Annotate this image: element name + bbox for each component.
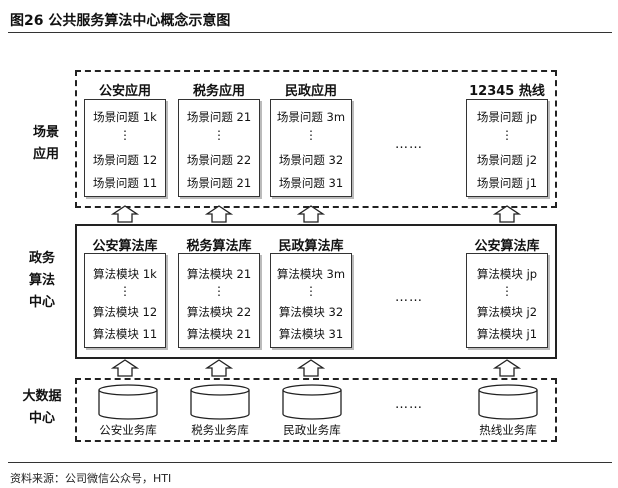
algo-column-box: 算法模块 jp 算法模块 j2 算法模块 j1 ⋮ xyxy=(466,253,548,348)
algo-item: 算法模块 jp xyxy=(476,267,538,281)
algo-item: 算法模块 21 xyxy=(186,327,252,341)
source-rule xyxy=(8,462,612,463)
algo-column-title: 公安算法库 xyxy=(92,239,158,254)
scene-vertical-ellipsis: ⋮ xyxy=(305,128,317,142)
up-arrow-icon xyxy=(492,205,522,223)
up-arrow-icon xyxy=(204,205,234,223)
data-layer-box xyxy=(75,378,557,442)
up-arrow-icon xyxy=(110,359,140,377)
scene-item: 场景问题 12 xyxy=(92,153,158,167)
database-icon xyxy=(282,384,342,420)
row-label-algo: 政务算法中心 xyxy=(22,248,62,314)
algo-item: 算法模块 j1 xyxy=(476,327,538,341)
scene-item: 场景问题 31 xyxy=(278,176,344,190)
scene-column-box: 场景问题 jp 场景问题 j2 场景问题 j1 ⋮ xyxy=(466,99,548,197)
database-icon xyxy=(98,384,158,420)
algo-layer-box xyxy=(75,224,557,359)
scene-column-title: 12345 热线 xyxy=(469,84,545,99)
algo-vertical-ellipsis: ⋮ xyxy=(305,284,317,298)
figure-title: 图26 公共服务算法中心概念示意图 xyxy=(10,13,231,29)
algo-item: 算法模块 1k xyxy=(93,267,157,281)
up-arrow-icon xyxy=(204,359,234,377)
scene-item: 场景问题 j1 xyxy=(476,176,538,190)
scene-item: 场景问题 11 xyxy=(92,176,158,190)
scene-column-box: 场景问题 3m 场景问题 32 场景问题 31 ⋮ xyxy=(270,99,352,197)
scene-vertical-ellipsis: ⋮ xyxy=(213,128,225,142)
scene-item: 场景问题 jp xyxy=(476,110,538,124)
scene-column-title: 民政应用 xyxy=(284,84,337,99)
algo-item: 算法模块 22 xyxy=(186,305,252,319)
scene-item: 场景问题 21 xyxy=(186,176,252,190)
algo-column-box: 算法模块 1k 算法模块 12 算法模块 11 ⋮ xyxy=(84,253,166,348)
algo-column-title: 税务算法库 xyxy=(186,239,252,254)
row-label-data: 大数据中心 xyxy=(18,386,66,430)
up-arrow-icon xyxy=(296,205,326,223)
algo-item: 算法模块 12 xyxy=(92,305,158,319)
scene-column-title: 税务应用 xyxy=(192,84,245,99)
database-icon xyxy=(190,384,250,420)
database-label: 公安业务库 xyxy=(99,423,157,437)
algo-item: 算法模块 31 xyxy=(278,327,344,341)
scene-item: 场景问题 3m xyxy=(276,110,346,124)
algo-vertical-ellipsis: ⋮ xyxy=(213,284,225,298)
scene-layer-box xyxy=(75,70,557,208)
scene-item: 场景问题 21 xyxy=(186,110,252,124)
up-arrow-icon xyxy=(492,359,522,377)
up-arrow-icon xyxy=(110,205,140,223)
row-label-algo-text: 政务算法中心 xyxy=(28,251,55,310)
database-label: 民政业务库 xyxy=(283,423,341,437)
scene-column-box: 场景问题 1k 场景问题 12 场景问题 11 ⋮ xyxy=(84,99,166,197)
scene-item: 场景问题 j2 xyxy=(476,153,538,167)
database-label: 热线业务库 xyxy=(479,423,537,437)
algo-column-box: 算法模块 3m 算法模块 32 算法模块 31 ⋮ xyxy=(270,253,352,348)
database-icon xyxy=(478,384,538,420)
algo-item: 算法模块 21 xyxy=(186,267,252,281)
scene-item: 场景问题 32 xyxy=(278,153,344,167)
algo-column-box: 算法模块 21 算法模块 22 算法模块 21 ⋮ xyxy=(178,253,260,348)
scene-column-title: 公安应用 xyxy=(98,84,151,99)
up-arrow-icon xyxy=(296,359,326,377)
scene-vertical-ellipsis: ⋮ xyxy=(501,128,513,142)
row-label-scene-text: 场景应用 xyxy=(32,125,59,162)
database-label: 税务业务库 xyxy=(191,423,249,437)
row-label-data-text: 大数据中心 xyxy=(22,389,62,426)
algo-column-title: 民政算法库 xyxy=(278,239,344,254)
algo-column-title: 公安算法库 xyxy=(474,239,540,254)
algo-vertical-ellipsis: ⋮ xyxy=(501,284,513,298)
scene-column-box: 场景问题 21 场景问题 22 场景问题 21 ⋮ xyxy=(178,99,260,197)
algo-item: 算法模块 11 xyxy=(92,327,158,341)
data-ellipsis: …… xyxy=(395,397,423,412)
algo-ellipsis: …… xyxy=(395,290,423,305)
source-note: 资料来源：公司微信公众号，HTI xyxy=(10,472,172,485)
scene-item: 场景问题 1k xyxy=(93,110,157,124)
title-rule xyxy=(8,32,612,33)
algo-item: 算法模块 j2 xyxy=(476,305,538,319)
algo-vertical-ellipsis: ⋮ xyxy=(119,284,131,298)
algo-item: 算法模块 3m xyxy=(276,267,346,281)
algo-item: 算法模块 32 xyxy=(278,305,344,319)
scene-item: 场景问题 22 xyxy=(186,153,252,167)
scene-ellipsis: …… xyxy=(395,137,423,152)
row-label-scene: 场景应用 xyxy=(26,122,66,166)
scene-vertical-ellipsis: ⋮ xyxy=(119,128,131,142)
